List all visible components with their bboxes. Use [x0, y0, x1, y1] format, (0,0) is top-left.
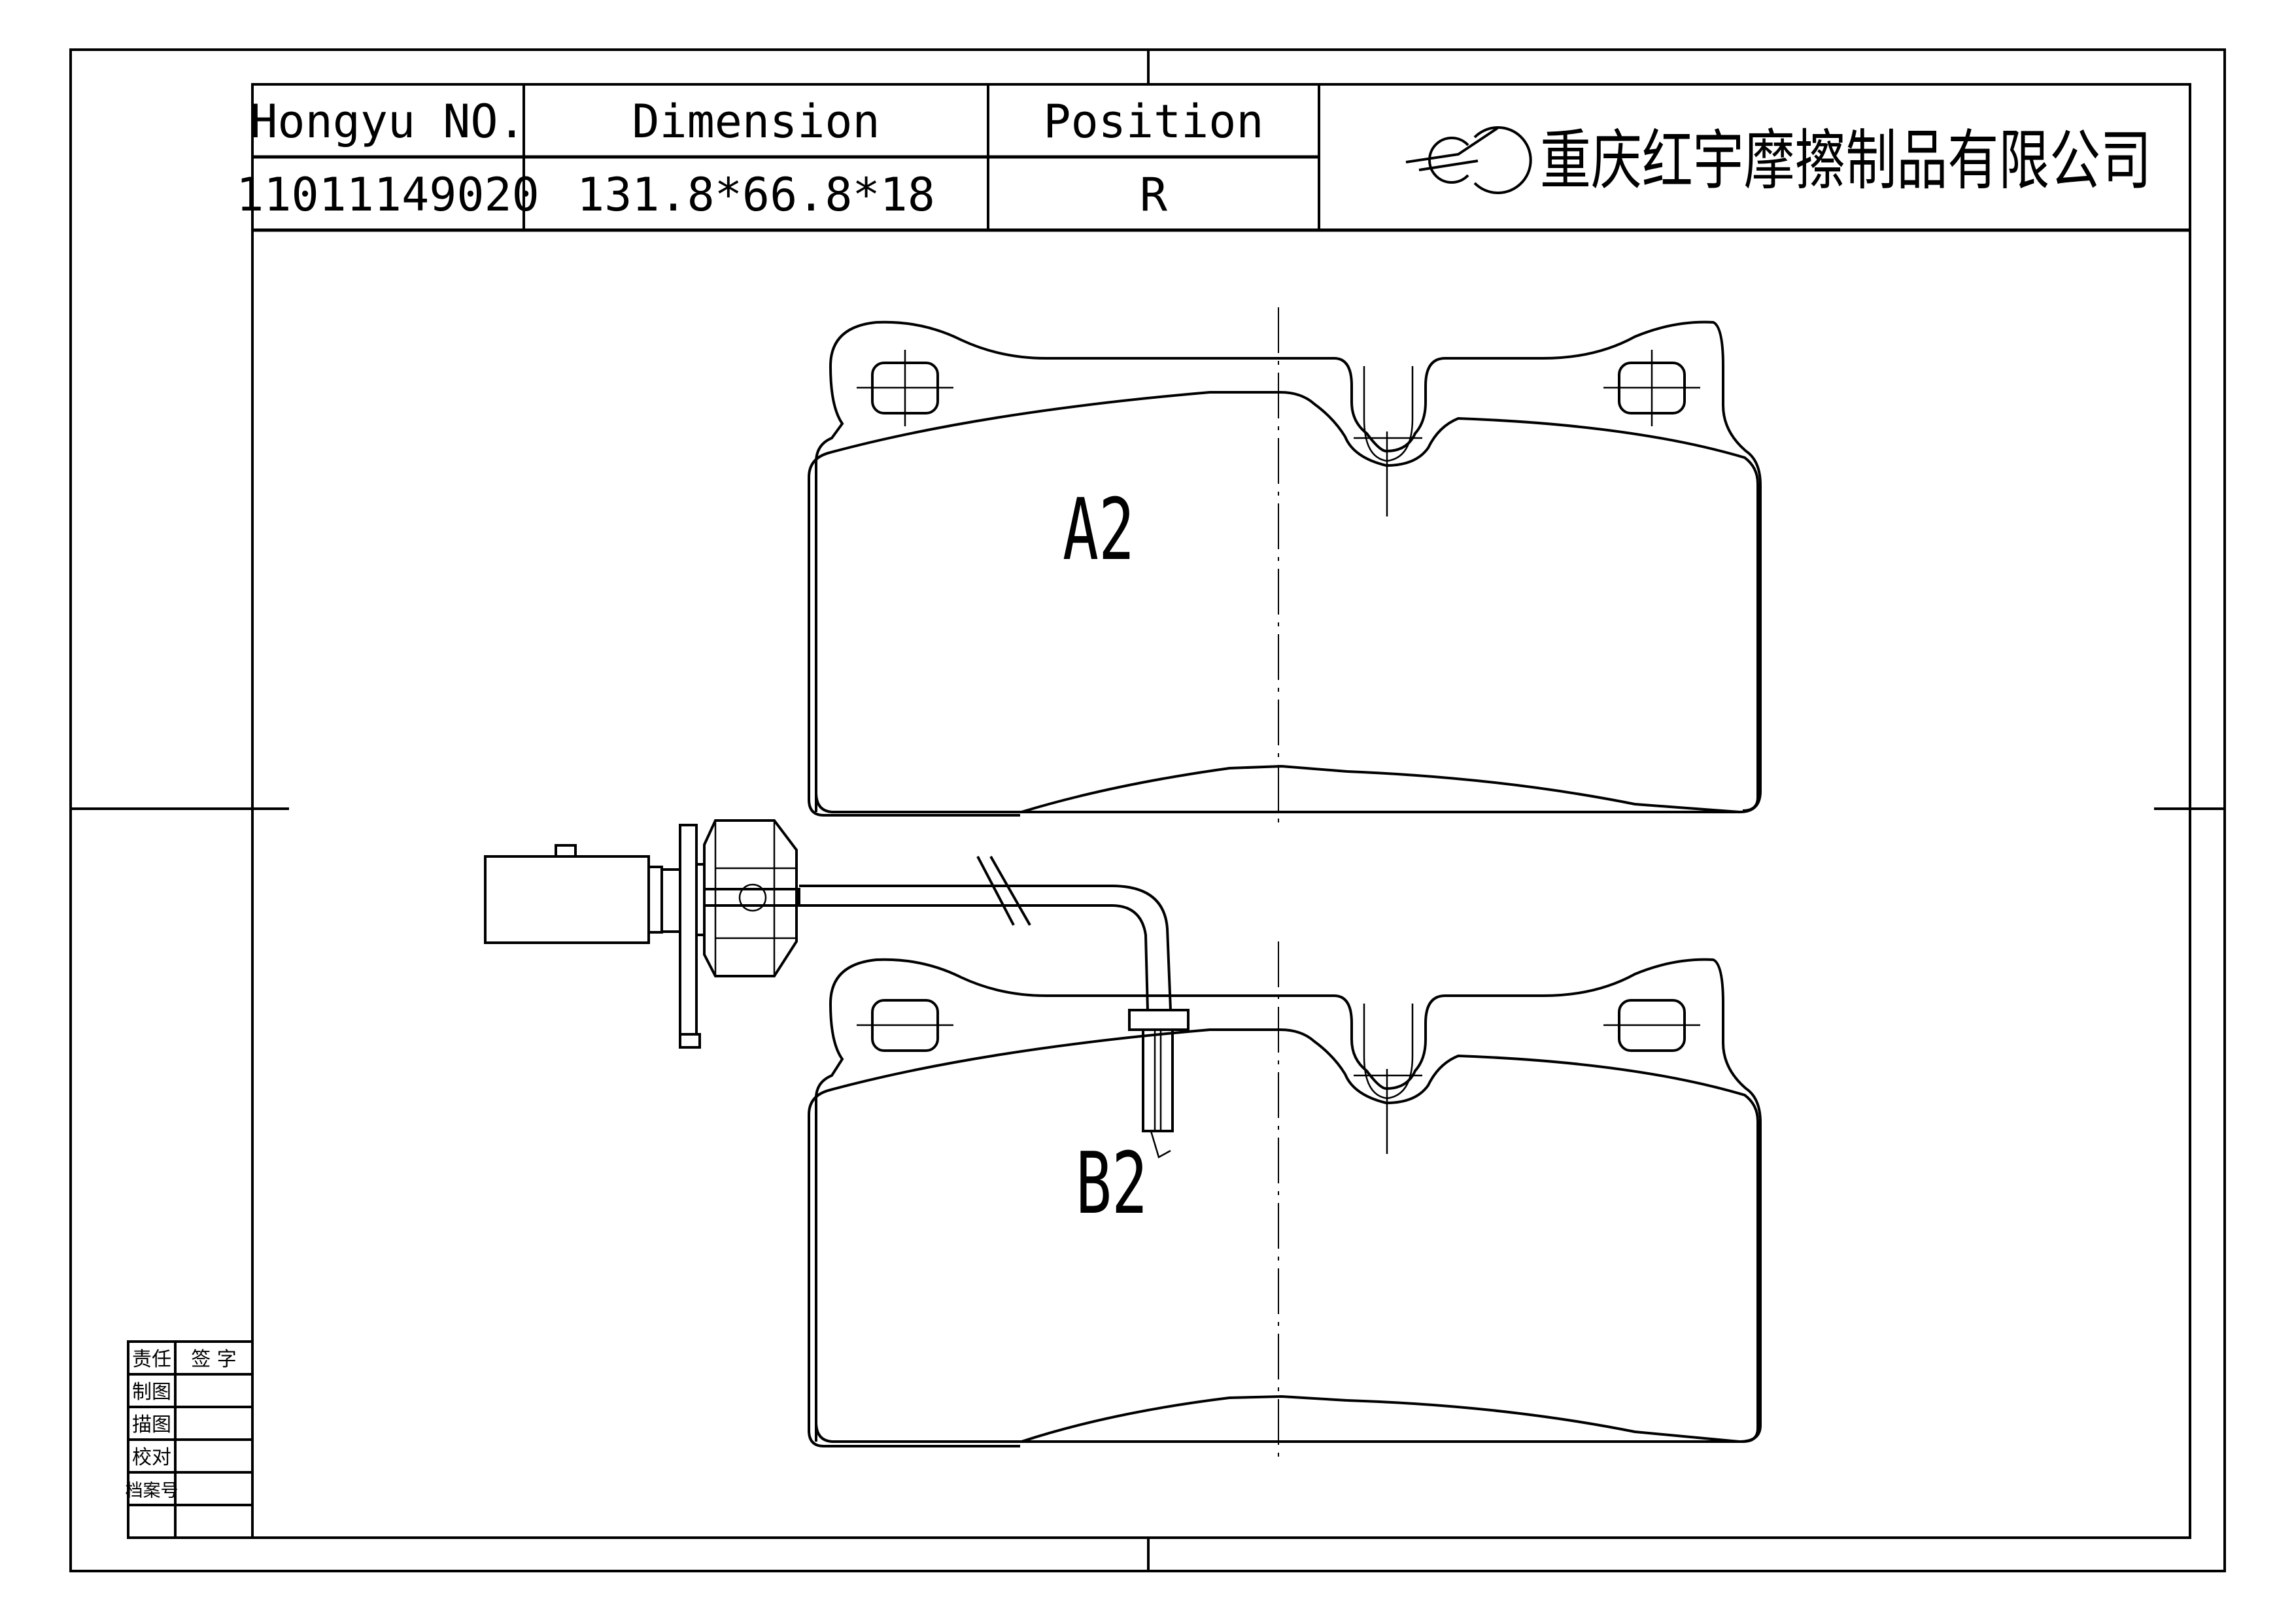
position-value: R — [1140, 168, 1168, 222]
pad-b2-label: B2 — [1076, 1134, 1148, 1233]
pad-a2-drawing: A2 — [808, 307, 1762, 825]
pad-a2-friction-lining — [808, 391, 1759, 812]
signoff-table — [127, 1340, 254, 1539]
sheet-outer-border — [69, 48, 2226, 1572]
signoff-row-tracing: 描图 — [132, 1413, 171, 1436]
signoff-header-sign: 签 字 — [191, 1348, 237, 1371]
header-number: Hongyu NO. — [250, 95, 525, 148]
pad-b2-backing-plate — [815, 958, 1762, 1443]
signoff-row-drafting: 制图 — [132, 1381, 171, 1404]
signoff-row-archive: 档案号 — [126, 1481, 179, 1501]
hongyu-logo-icon — [1405, 126, 1532, 194]
sensor-probe — [1142, 1028, 1174, 1132]
signoff-row-checking: 校对 — [132, 1446, 171, 1469]
sensor-hex-holder — [703, 819, 798, 977]
header-position: Position — [1043, 95, 1263, 148]
sensor-connector-body — [484, 855, 650, 944]
signoff-header-role: 责任 — [132, 1348, 171, 1371]
sensor-probe-cap — [1128, 1009, 1190, 1031]
centering-marks — [71, 50, 2225, 1571]
drawing-frame — [251, 83, 2191, 1539]
pad-b2-friction-lining — [808, 1028, 1759, 1443]
part-number-value: 11011149020 — [236, 168, 539, 222]
pad-b2-drawing: B2 — [808, 941, 1762, 1458]
dimension-value: 131.8*66.8*18 — [577, 168, 935, 222]
company-name: 重庆红宇摩擦制品有限公司 — [1540, 122, 2151, 199]
pad-a2-label: A2 — [1063, 480, 1135, 579]
sensor-wire — [799, 885, 1172, 1011]
pad-a2-backing-plate — [815, 320, 1762, 813]
header-dimension: Dimension — [632, 95, 880, 148]
wear-sensor-drawing — [484, 819, 1190, 1159]
